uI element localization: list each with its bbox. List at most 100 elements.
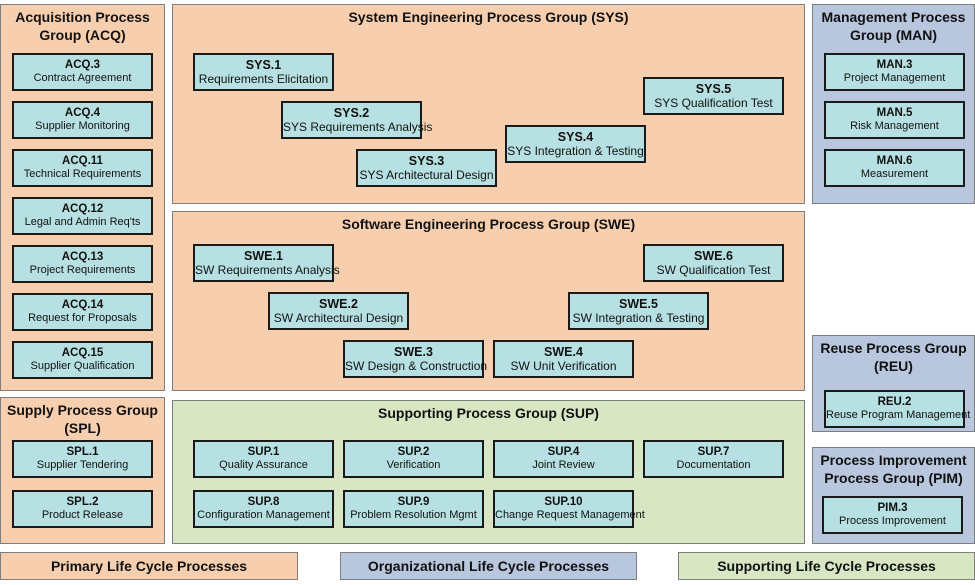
- legend-supporting: Supporting Life Cycle Processes: [678, 552, 975, 580]
- group-sys-title: System Engineering Process Group (SYS): [348, 9, 629, 25]
- process-id: SUP.9: [397, 496, 430, 508]
- process-id: SPL.1: [66, 446, 99, 458]
- process-id: SYS.1: [245, 58, 282, 72]
- process-name: Request for Proposals: [28, 312, 137, 324]
- process-id: MAN.5: [876, 107, 913, 119]
- process-name: Risk Management: [850, 120, 939, 132]
- process-name: Joint Review: [532, 459, 595, 471]
- process-id: SWE.6: [694, 249, 733, 263]
- process-id: SUP.2: [397, 446, 430, 458]
- process-name: SW Requirements Analysis: [195, 263, 340, 277]
- process-id: ACQ.12: [61, 203, 104, 215]
- process-id: REU.2: [877, 396, 912, 408]
- group-swe: Software Engineering Process Group (SWE)…: [172, 211, 805, 391]
- process-id: SYS.5: [695, 82, 732, 96]
- process-name: SYS Requirements Analysis: [283, 120, 433, 134]
- process-id: SUP.8: [247, 496, 280, 508]
- process-id: SWE.1: [244, 249, 283, 263]
- process-name: Supplier Monitoring: [35, 120, 130, 132]
- process-name: Project Requirements: [29, 264, 136, 276]
- process-id: SYS.2: [333, 106, 370, 120]
- process-id: ACQ.11: [62, 155, 103, 167]
- process-name: SW Architectural Design: [273, 311, 404, 325]
- process-name: Process Improvement: [839, 515, 946, 527]
- process-name: Supplier Tendering: [36, 459, 129, 471]
- process-id: SUP.10: [544, 496, 583, 508]
- process-name: Requirements Elicitation: [198, 72, 329, 86]
- process-name: Technical Requirements: [23, 168, 142, 180]
- process-id: ACQ.13: [61, 251, 104, 263]
- process-name: SYS Integration & Testing: [507, 144, 644, 158]
- process-name: Product Release: [41, 509, 124, 521]
- process-id: SWE.5: [619, 297, 658, 311]
- group-man-title: Management Process Group (MAN): [821, 9, 966, 43]
- process-id: ACQ.4: [64, 107, 101, 119]
- process-name: Quality Assurance: [219, 459, 308, 471]
- process-name: Documentation: [676, 459, 751, 471]
- process-id: MAN.6: [876, 155, 913, 167]
- process-id: ACQ.3: [64, 59, 101, 71]
- process-name: Configuration Management: [197, 509, 330, 521]
- process-name: Legal and Admin Req'ts: [24, 216, 141, 228]
- process-id: MAN.3: [876, 59, 913, 71]
- group-acq-title: Acquisition Process Group (ACQ): [15, 9, 150, 43]
- group-reu-title: Reuse Process Group (REU): [820, 340, 967, 374]
- group-sup-title: Supporting Process Group (SUP): [378, 405, 599, 421]
- process-id: SUP.1: [247, 446, 280, 458]
- process-name: SW Integration & Testing: [572, 311, 705, 325]
- group-pim-title: Process Improvement Process Group (PIM): [820, 452, 967, 486]
- process-name: Supplier Qualification: [30, 360, 135, 372]
- legend-organizational: Organizational Life Cycle Processes: [340, 552, 637, 580]
- process-id: SUP.7: [697, 446, 730, 458]
- process-id: SYS.4: [557, 130, 594, 144]
- process-name: Problem Resolution Mgmt: [350, 509, 477, 521]
- process-name: Verification: [386, 459, 441, 471]
- group-spl-title: Supply Process Group (SPL): [7, 402, 158, 436]
- process-name: SW Unit Verification: [510, 359, 617, 373]
- group-swe-title: Software Engineering Process Group (SWE): [341, 216, 636, 232]
- process-id: SWE.2: [319, 297, 358, 311]
- process-name: Reuse Program Management: [826, 409, 971, 421]
- legend-primary: Primary Life Cycle Processes: [0, 552, 298, 580]
- group-pim: Process Improvement Process Group (PIM) …: [812, 447, 975, 544]
- process-name: SYS Qualification Test: [654, 96, 773, 110]
- process-name: Change Request Management: [495, 509, 645, 521]
- process-name: SW Design & Construction: [345, 359, 488, 373]
